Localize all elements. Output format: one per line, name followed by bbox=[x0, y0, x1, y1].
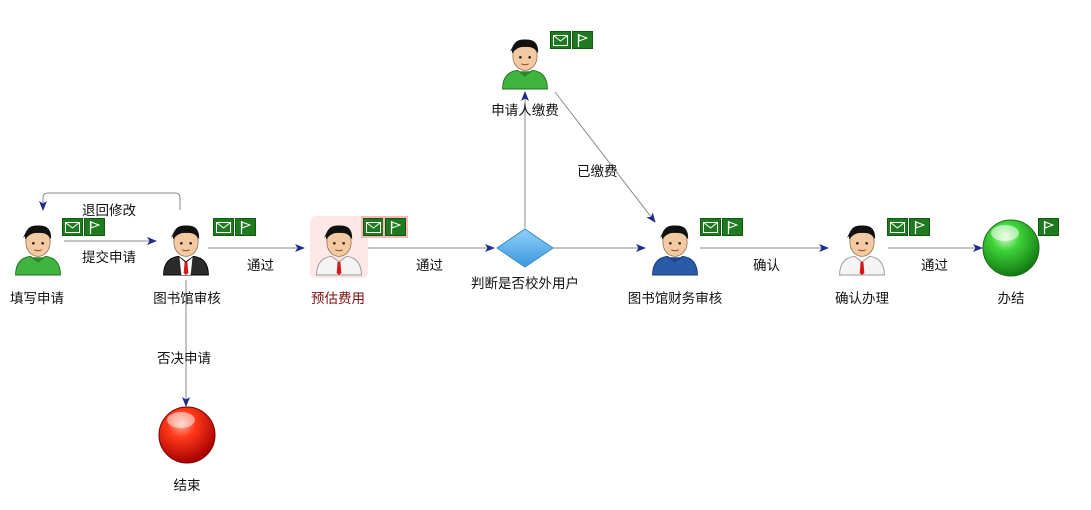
mail-icon[interactable] bbox=[213, 218, 234, 236]
node-finance-review[interactable] bbox=[652, 224, 698, 276]
node-label-end: 结束 bbox=[173, 478, 201, 494]
flag-icon[interactable] bbox=[909, 218, 930, 236]
edge-label-pass-2: 通过 bbox=[416, 258, 443, 274]
person-icon bbox=[163, 224, 209, 276]
badge-group-library-review bbox=[213, 218, 256, 236]
badge-group-confirm-handle bbox=[887, 218, 930, 236]
node-estimate-fee[interactable] bbox=[310, 216, 368, 278]
node-label-fill-apply: 填写申请 bbox=[10, 291, 64, 307]
edge-label-return-modify: 退回修改 bbox=[82, 203, 136, 219]
person-icon bbox=[652, 224, 698, 276]
edge-label-pass-1: 通过 bbox=[247, 258, 274, 274]
decision-diamond-icon bbox=[496, 228, 554, 268]
badge-group-estimate-fee bbox=[361, 216, 408, 238]
badge-group-done bbox=[1038, 218, 1059, 236]
node-library-review[interactable] bbox=[163, 224, 209, 276]
node-applicant-pay[interactable] bbox=[502, 38, 548, 90]
edges bbox=[39, 91, 983, 407]
flag-icon[interactable] bbox=[84, 218, 105, 236]
mail-icon[interactable] bbox=[887, 218, 908, 236]
node-done[interactable] bbox=[982, 219, 1040, 277]
node-label-estimate-fee: 预估费用 bbox=[311, 291, 365, 307]
gloss-highlight bbox=[991, 225, 1019, 241]
edge-paid[interactable] bbox=[554, 91, 656, 223]
person-icon bbox=[15, 224, 61, 276]
mail-icon[interactable] bbox=[62, 218, 83, 236]
flag-icon[interactable] bbox=[235, 218, 256, 236]
flag-icon[interactable] bbox=[1038, 218, 1059, 236]
node-confirm-handle[interactable] bbox=[839, 224, 885, 276]
badge-group-fill-apply bbox=[62, 218, 105, 236]
node-fill-apply[interactable] bbox=[15, 224, 61, 276]
edge-label-paid: 已缴费 bbox=[577, 164, 618, 180]
node-decision[interactable] bbox=[496, 228, 554, 268]
flag-icon[interactable] bbox=[383, 216, 408, 238]
node-label-done: 办结 bbox=[997, 291, 1025, 307]
edge-label-pass-3: 通过 bbox=[921, 258, 948, 274]
node-end[interactable] bbox=[158, 406, 216, 464]
flag-icon[interactable] bbox=[722, 218, 743, 236]
node-label-finance-review: 图书馆财务审核 bbox=[627, 291, 723, 307]
node-label-decision: 判断是否校外用户 bbox=[471, 276, 579, 292]
badge-group-finance-review bbox=[700, 218, 743, 236]
badge-group-applicant-pay bbox=[550, 31, 593, 49]
person-icon bbox=[839, 224, 885, 276]
mail-icon[interactable] bbox=[361, 216, 386, 238]
flag-icon[interactable] bbox=[572, 31, 593, 49]
edge-return-modify[interactable] bbox=[39, 192, 181, 211]
node-label-applicant-pay: 申请人缴费 bbox=[491, 103, 559, 119]
gloss-highlight bbox=[167, 412, 195, 428]
edge-label-confirm: 确认 bbox=[753, 258, 780, 274]
edge-label-submit-apply: 提交申请 bbox=[82, 250, 136, 266]
edge-label-reject-apply: 否决申请 bbox=[157, 351, 211, 367]
mail-icon[interactable] bbox=[700, 218, 721, 236]
mail-icon[interactable] bbox=[550, 31, 571, 49]
person-icon bbox=[502, 38, 548, 90]
node-label-library-review: 图书馆审核 bbox=[153, 291, 221, 307]
node-label-confirm-handle: 确认办理 bbox=[835, 291, 889, 307]
